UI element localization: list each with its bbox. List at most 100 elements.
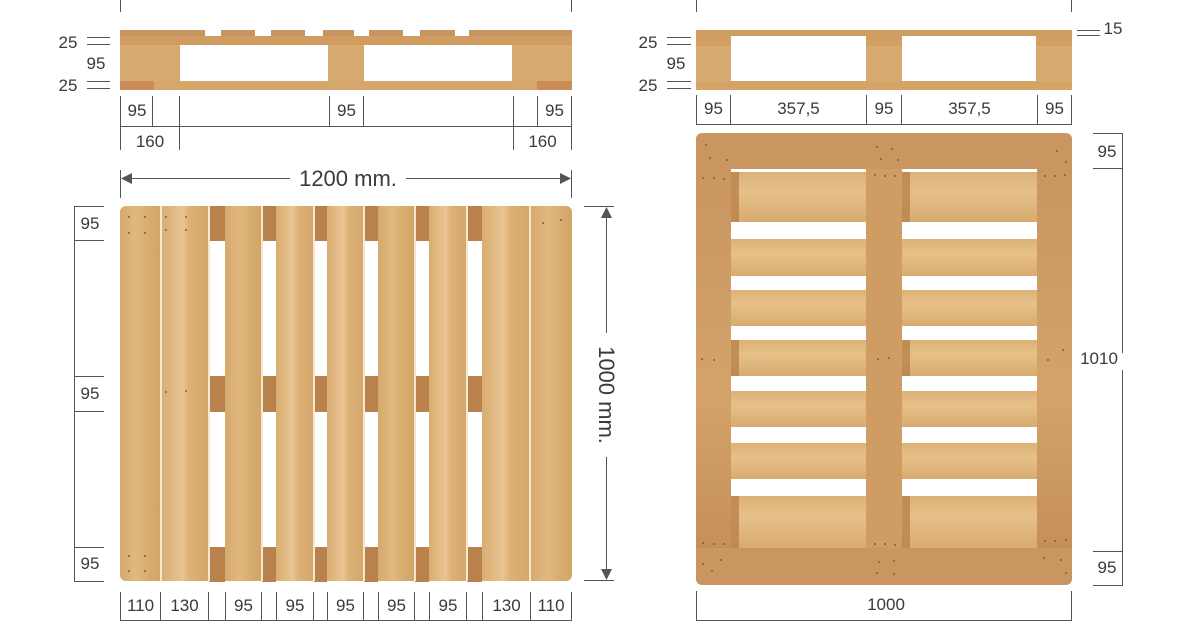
block (209, 376, 225, 412)
block (902, 172, 910, 222)
height-label: 25 (638, 76, 658, 95)
dimension-line (667, 88, 691, 89)
dimension-tick (1093, 551, 1123, 552)
dimension-tick (363, 592, 364, 621)
nail-dot (713, 543, 715, 545)
dimension-label: 1000 (867, 595, 905, 614)
dimension-tick (378, 592, 379, 621)
deck-gap (305, 30, 323, 36)
nail-dot (144, 570, 146, 572)
block (262, 376, 276, 412)
dimension-tick (120, 0, 121, 12)
slat (902, 340, 1037, 376)
dimension-line (1122, 133, 1123, 353)
bottom-board (696, 548, 1072, 585)
nail-dot (709, 157, 711, 159)
nail-dot (705, 144, 707, 146)
nail-dot (1047, 359, 1049, 361)
deck-board (276, 206, 315, 581)
dimension-tick (866, 95, 867, 125)
dimension-tick (120, 592, 121, 621)
top-board (696, 133, 1072, 169)
dimension-tick (482, 592, 483, 621)
dimension-label: 357,5 (777, 99, 820, 118)
deck-gap (403, 30, 420, 36)
dimension-label: 95 (438, 596, 458, 615)
dimension-label: 1010 (1080, 349, 1118, 368)
slat (731, 443, 866, 479)
block (731, 172, 739, 222)
nail-dot (1065, 161, 1067, 163)
slat (731, 496, 866, 548)
nail-dot (165, 229, 167, 231)
nail-dot (128, 216, 130, 218)
nail-dot (897, 159, 899, 161)
dimension-tick (74, 376, 104, 377)
fork-opening (731, 36, 866, 81)
dimension-label: 95 (80, 554, 100, 573)
height-label: 1000 mm. (594, 346, 619, 444)
nail-dot (1044, 175, 1046, 177)
bottom-board-end (537, 81, 572, 90)
nail-dot (1056, 150, 1058, 152)
top-deck-board (696, 30, 1072, 36)
dimension-tick (1093, 133, 1123, 134)
nail-dot (1054, 540, 1056, 542)
dimension-tick (1071, 591, 1072, 621)
dimension-label: 95 (285, 596, 305, 615)
width-label: 1200 mm. (299, 166, 397, 191)
stringer-board (120, 36, 572, 45)
nail-dot (185, 229, 187, 231)
nail-dot (878, 561, 880, 563)
nail-dot (880, 158, 882, 160)
dimension-label: 130 (170, 596, 199, 615)
nail-dot (894, 175, 896, 177)
bottom-board-end (120, 81, 154, 90)
block (415, 547, 429, 582)
dimension-label: 95 (1097, 142, 1117, 161)
dimension-tick (160, 592, 161, 621)
dimension-line (696, 620, 1072, 621)
nail-dot (1064, 174, 1066, 176)
block (902, 340, 910, 376)
dimension-line (122, 178, 290, 179)
dimension-line (87, 37, 110, 38)
height-label: 25 (58, 33, 78, 52)
nail-dot (165, 391, 167, 393)
dimension-label: 95 (80, 384, 100, 403)
fork-opening (180, 45, 328, 81)
dimension-tick (584, 580, 614, 581)
nail-dot (185, 390, 187, 392)
fork-opening (902, 36, 1036, 81)
slat (731, 391, 866, 427)
nail-dot (874, 174, 876, 176)
dimension-tick (1071, 95, 1072, 125)
height-label: 95 (666, 54, 686, 73)
nail-dot (560, 219, 562, 221)
deck-gap (255, 30, 271, 36)
deck-gap (354, 30, 369, 36)
dimension-line (1122, 370, 1123, 586)
block (314, 376, 327, 412)
block (415, 376, 429, 412)
slat (902, 290, 1037, 326)
nail-dot (726, 159, 728, 161)
dimension-tick (74, 240, 104, 241)
dimension-tick (696, 95, 697, 125)
slat (731, 290, 866, 326)
dimension-tick (414, 592, 415, 621)
dimension-tick (696, 591, 697, 621)
nail-dot (702, 177, 704, 179)
nail-dot (1054, 175, 1056, 177)
stringer-board (696, 36, 1072, 46)
dimension-tick (1071, 0, 1072, 12)
nail-dot (894, 544, 896, 546)
height-label: 95 (86, 54, 106, 73)
dimension-tick (74, 206, 104, 207)
dimension-tick (152, 96, 153, 126)
nail-dot (877, 358, 879, 360)
deck-board (482, 206, 531, 581)
block (902, 496, 910, 548)
nail-dot (144, 216, 146, 218)
dimension-line (667, 37, 691, 38)
